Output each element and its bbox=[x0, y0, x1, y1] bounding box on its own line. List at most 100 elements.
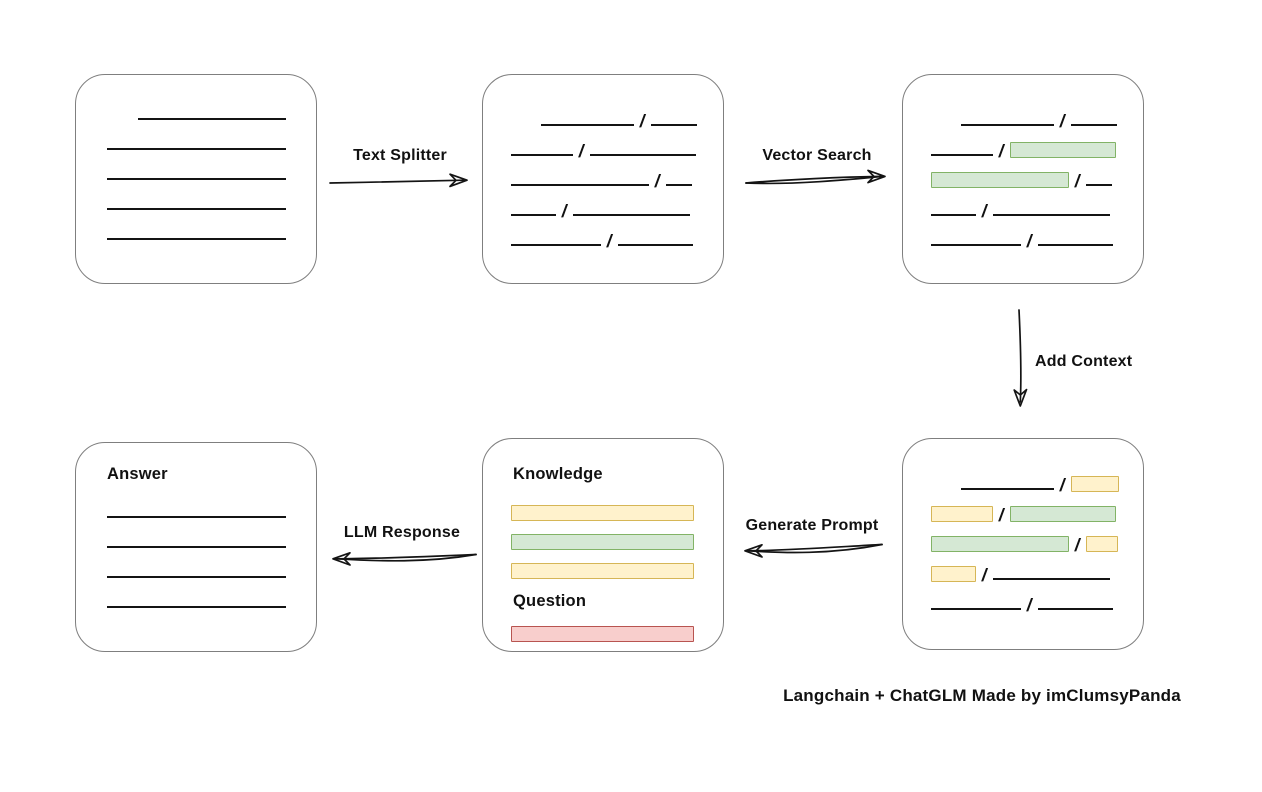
chunk-row: / bbox=[931, 128, 1119, 161]
text-line bbox=[993, 578, 1111, 580]
chunk-row bbox=[107, 122, 292, 152]
text-line bbox=[511, 244, 601, 246]
add-context-arrow bbox=[1013, 309, 1028, 407]
chunk-row: / bbox=[511, 188, 699, 221]
slash-separator: / bbox=[1073, 171, 1082, 191]
slash-separator: / bbox=[997, 141, 1006, 161]
chunk-lines: / / / / / bbox=[483, 75, 723, 251]
text-line bbox=[511, 184, 649, 186]
text-line bbox=[961, 124, 1054, 126]
text-line bbox=[993, 214, 1111, 216]
llm-response-arrow bbox=[332, 551, 477, 566]
text-line bbox=[107, 148, 286, 150]
slash-separator: / bbox=[980, 565, 989, 585]
text-line bbox=[138, 118, 286, 120]
text-line bbox=[1086, 184, 1113, 186]
chunk-row: / bbox=[931, 188, 1119, 221]
highlight-bar-green bbox=[511, 534, 694, 550]
slash-separator: / bbox=[638, 111, 647, 131]
text-line bbox=[107, 238, 286, 240]
vector-search-label: Vector Search bbox=[762, 147, 872, 164]
text-line bbox=[961, 488, 1054, 490]
chunk-row: / bbox=[931, 218, 1119, 251]
highlight-bar-green bbox=[931, 172, 1069, 188]
highlight-bar-yellow bbox=[931, 566, 976, 582]
text-splitter-label: Text Splitter bbox=[353, 147, 447, 164]
llm-response-label: LLM Response bbox=[343, 524, 461, 541]
slash-separator: / bbox=[1073, 535, 1082, 555]
chunk-row: / bbox=[931, 522, 1119, 555]
text-line bbox=[931, 154, 993, 156]
slash-separator: / bbox=[653, 171, 662, 191]
document-lines bbox=[76, 75, 316, 242]
chunk-row: / bbox=[931, 462, 1119, 495]
chunk-lines: / / / / / bbox=[903, 439, 1143, 615]
slash-separator: / bbox=[605, 231, 614, 251]
text-line bbox=[541, 124, 634, 126]
add-context-label: Add Context bbox=[1035, 353, 1133, 370]
text-line bbox=[590, 154, 697, 156]
text-splitter-arrow bbox=[329, 173, 468, 188]
chunk-row bbox=[107, 580, 292, 610]
slash-separator: / bbox=[980, 201, 989, 221]
chunk-row: / bbox=[931, 492, 1119, 525]
chunk-row: / bbox=[931, 552, 1119, 585]
slash-separator: / bbox=[997, 505, 1006, 525]
chunk-row: / bbox=[511, 158, 699, 191]
chunk-row: / bbox=[511, 98, 699, 131]
question-bar bbox=[483, 611, 723, 642]
generate-prompt-label: Generate Prompt bbox=[745, 517, 879, 534]
vector-search-arrow bbox=[745, 169, 886, 185]
slash-separator: / bbox=[1025, 595, 1034, 615]
slash-separator: / bbox=[1058, 475, 1067, 495]
chunk-row bbox=[107, 182, 292, 212]
chunk-row: / bbox=[511, 218, 699, 251]
split-chunks-box: / / / / / bbox=[482, 74, 724, 284]
knowledge-heading: Knowledge bbox=[513, 465, 603, 483]
chunk-row bbox=[107, 92, 292, 122]
text-line bbox=[1038, 608, 1114, 610]
text-line bbox=[931, 608, 1021, 610]
chunk-row: / bbox=[931, 582, 1119, 615]
prompt-box: Knowledge Question bbox=[482, 438, 724, 652]
answer-box: Answer bbox=[75, 442, 317, 652]
source-document-box bbox=[75, 74, 317, 284]
highlight-bar-yellow bbox=[511, 563, 694, 579]
text-line bbox=[107, 606, 286, 608]
slash-separator: / bbox=[577, 141, 586, 161]
highlight-bar-yellow bbox=[511, 505, 694, 521]
chunk-row: / bbox=[931, 158, 1119, 191]
text-line bbox=[931, 214, 976, 216]
vector-matches-box: / / / / / bbox=[902, 74, 1144, 284]
text-line bbox=[107, 208, 286, 210]
chunk-row bbox=[511, 615, 699, 642]
text-line bbox=[666, 184, 693, 186]
chunk-row bbox=[511, 521, 699, 550]
highlight-bar-green bbox=[931, 536, 1069, 552]
highlight-bar-red bbox=[511, 626, 694, 642]
chunk-row bbox=[107, 520, 292, 550]
slash-separator: / bbox=[1025, 231, 1034, 251]
highlight-bar-green bbox=[1010, 142, 1117, 158]
text-line bbox=[511, 154, 573, 156]
text-line bbox=[511, 214, 556, 216]
chunk-row: / bbox=[931, 98, 1119, 131]
chunk-row bbox=[107, 212, 292, 242]
highlight-bar-green bbox=[1010, 506, 1117, 522]
slash-separator: / bbox=[1058, 111, 1067, 131]
context-chunks-box: / / / / / bbox=[902, 438, 1144, 650]
text-line bbox=[1071, 124, 1118, 126]
text-line bbox=[651, 124, 698, 126]
chunk-row bbox=[107, 152, 292, 182]
slash-separator: / bbox=[560, 201, 569, 221]
chunk-row bbox=[107, 490, 292, 520]
highlight-bar-yellow bbox=[931, 506, 993, 522]
text-line bbox=[107, 546, 286, 548]
chunk-row: / bbox=[511, 128, 699, 161]
text-line bbox=[931, 244, 1021, 246]
answer-lines bbox=[76, 484, 316, 610]
text-line bbox=[1038, 244, 1114, 246]
highlight-bar-yellow bbox=[1071, 476, 1119, 492]
question-heading: Question bbox=[513, 592, 587, 610]
